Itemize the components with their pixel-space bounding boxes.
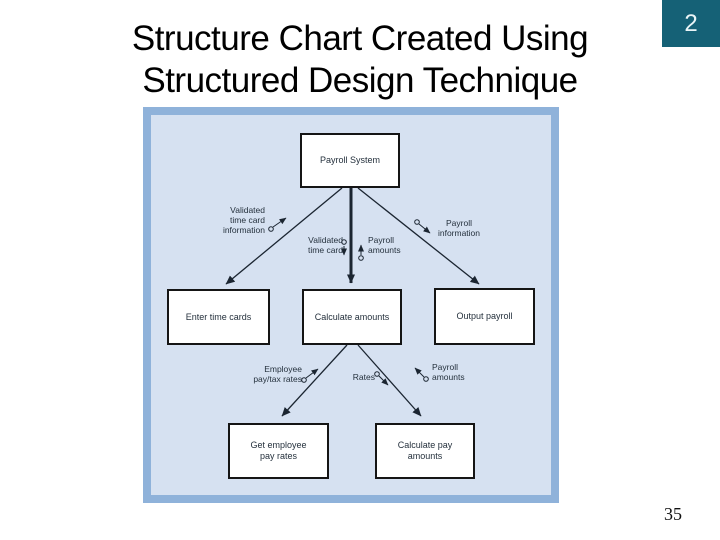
data-couple-circle-rates	[374, 371, 380, 377]
structure-chart-canvas: Payroll System Enter time cards Calculat…	[151, 115, 551, 495]
flow-label-payroll-information: Payroll information	[437, 218, 481, 238]
module-box-get-employee-pay-rates: Get employee pay rates	[228, 423, 329, 479]
page-number: 35	[664, 504, 682, 524]
edge-payroll-system-output-payroll	[357, 187, 480, 285]
flow-label-rates: Rates	[352, 372, 375, 382]
edge-calculate-amounts-calculate-pay-amounts	[357, 344, 422, 417]
module-box-payroll-system: Payroll System	[300, 133, 400, 188]
flow-label-validated-time-card-information: Validated time card information	[222, 205, 265, 235]
data-couple-arrow-payroll-information	[418, 223, 431, 234]
page-title: Structure Chart Created Using Structured…	[12, 18, 708, 102]
data-couple-arrow-payroll-amounts-lower	[414, 367, 425, 378]
data-couple-circle-validated-time-card-information	[268, 226, 274, 232]
module-box-calculate-amounts: Calculate amounts	[302, 289, 402, 345]
structure-chart: Payroll System Enter time cards Calculat…	[143, 107, 559, 503]
page-title-line1: Structure Chart Created Using	[131, 19, 589, 58]
module-box-output-payroll: Output payroll	[434, 288, 535, 345]
data-couple-circle-payroll-amounts-upper	[358, 255, 364, 261]
flow-label-payroll-amounts-upper: Payroll amounts	[368, 235, 401, 255]
module-box-calculate-pay-amounts: Calculate pay amounts	[375, 423, 475, 479]
data-couple-arrow-employee-pay-tax-rates	[305, 368, 319, 379]
data-couple-circle-payroll-information	[414, 219, 420, 225]
data-couple-arrow-rates	[378, 375, 389, 386]
data-couple-circle-payroll-amounts-lower	[423, 376, 429, 382]
data-couple-symbols	[268, 217, 431, 386]
call-edges	[225, 187, 480, 417]
data-couple-arrow-validated-time-card-information	[272, 217, 287, 228]
page-title-line2: Structured Design Technique	[142, 61, 578, 100]
data-couple-circle-employee-pay-tax-rates	[301, 377, 307, 383]
data-couple-circle-validated-time-card	[341, 239, 347, 245]
flow-label-validated-time-card: Validated time card	[308, 235, 343, 255]
connector-lines	[225, 187, 480, 417]
edge-payroll-system-enter-time-cards	[225, 187, 343, 285]
flow-label-payroll-amounts-lower: Payroll amounts	[432, 362, 465, 382]
flow-label-employee-pay-tax-rates: Employee pay/tax rates	[253, 364, 302, 384]
module-box-enter-time-cards: Enter time cards	[167, 289, 270, 345]
chapter-badge: 2	[662, 0, 720, 47]
edge-calculate-amounts-get-employee-pay-rates	[281, 344, 348, 417]
